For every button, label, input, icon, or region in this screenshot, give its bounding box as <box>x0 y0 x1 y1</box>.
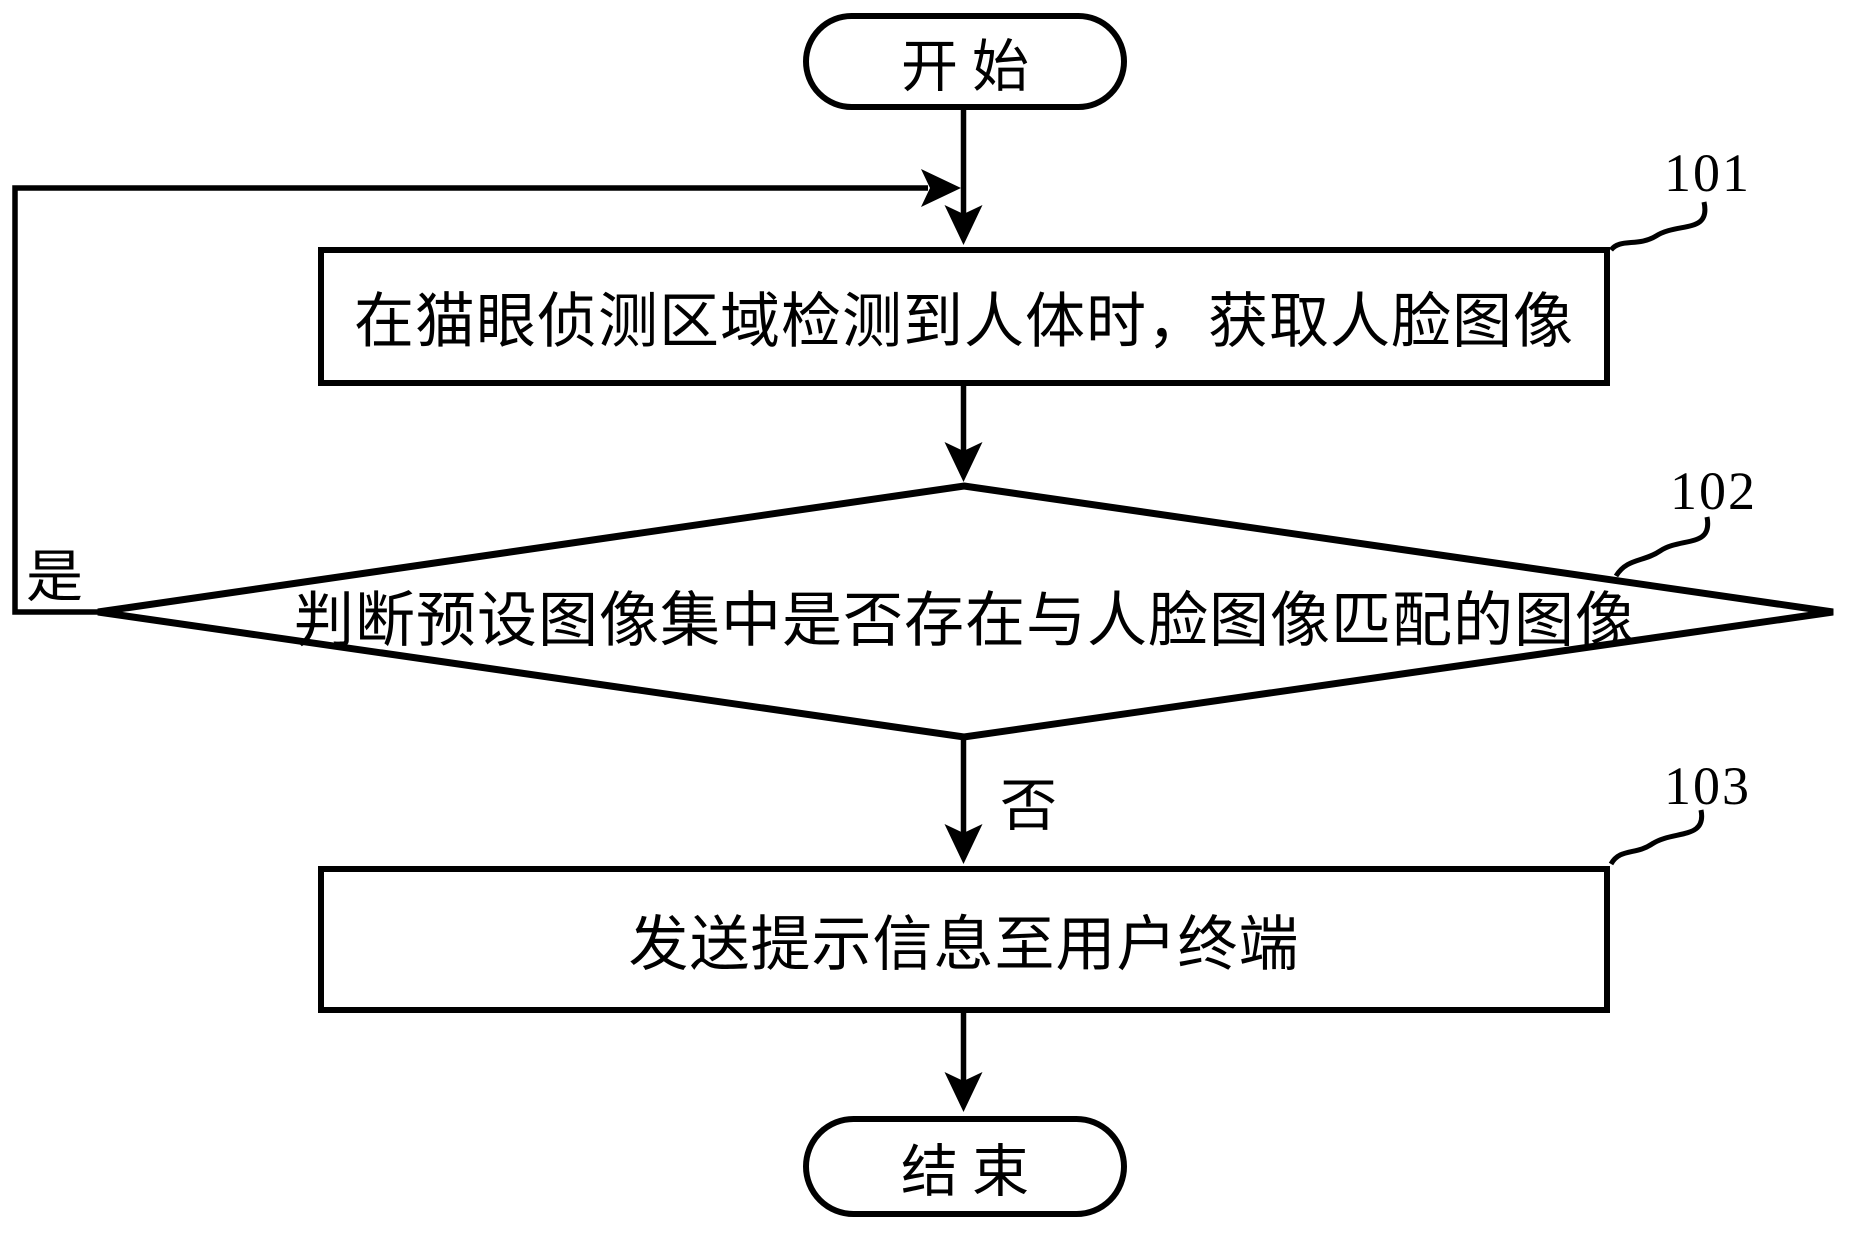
end-terminal-label: 结束 <box>901 1140 1043 1204</box>
decision-102-label: 判断预设图像集中是否存在与人脸图像匹配的图像 <box>294 587 1636 654</box>
start-terminal-label: 开始 <box>901 35 1043 99</box>
arrowhead-into-101-icon <box>944 205 983 245</box>
branch-yes-label: 是 <box>26 546 83 609</box>
end-terminal: 结束 <box>803 1116 1127 1217</box>
process-box-101: 在猫眼侦测区域检测到人体时，获取人脸图像 <box>318 247 1610 386</box>
loop-yes-connector-line <box>12 185 928 615</box>
ref-101-leader-line <box>1609 201 1708 252</box>
ref-number-103: 103 <box>1664 756 1751 816</box>
process-box-103: 发送提示信息至用户终端 <box>318 866 1610 1013</box>
arrowhead-into-end-icon <box>944 1072 983 1112</box>
ref-number-101: 101 <box>1664 143 1751 203</box>
process-box-103-label: 发送提示信息至用户终端 <box>628 912 1300 978</box>
arrowhead-into-103-icon <box>944 824 983 864</box>
loop-yes-arrowhead-icon <box>921 169 961 207</box>
arrowhead-into-102-icon <box>944 442 983 482</box>
process-box-101-label: 在猫眼侦测区域检测到人体时，获取人脸图像 <box>354 289 1574 355</box>
ref-103-leader-line <box>1608 809 1705 866</box>
branch-no-label: 否 <box>1000 775 1057 838</box>
start-terminal: 开始 <box>803 13 1127 110</box>
ref-102-leader-line <box>1613 516 1711 578</box>
ref-number-102: 102 <box>1670 461 1757 521</box>
